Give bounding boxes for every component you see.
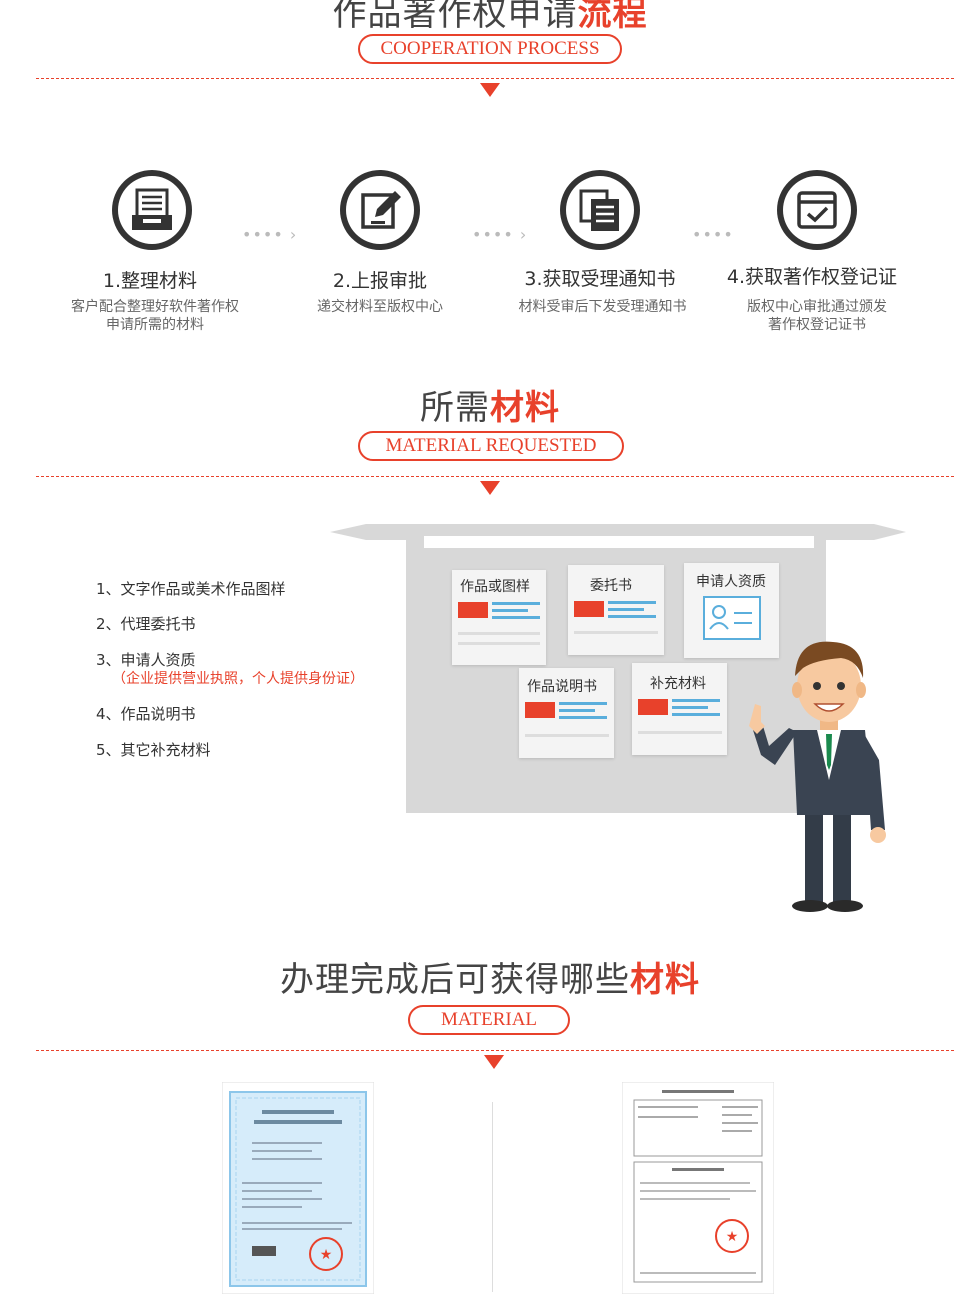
section2-title: 所需材料: [420, 388, 560, 428]
section3-title: 办理完成后可获得哪些材料: [280, 960, 700, 1000]
edit-icon: [340, 170, 420, 250]
divider-vertical: [492, 1102, 493, 1292]
copyright-certificate-image: ★: [222, 1082, 374, 1294]
divider-3: [36, 1050, 954, 1051]
down-triangle-icon: [480, 481, 500, 495]
card-works-sample: 作品或图样: [452, 570, 546, 665]
material-pill: MATERIAL: [408, 1005, 570, 1035]
card-work-description: 作品说明书: [519, 668, 614, 758]
svg-text:★: ★: [320, 1247, 333, 1263]
svg-text:★: ★: [726, 1229, 739, 1245]
step-4-desc: 版权中心审批通过颁发著作权登记证书: [747, 299, 887, 333]
step-1-title: 1.整理材料: [102, 270, 198, 292]
step-4-title: 4.获取著作权登记证: [726, 266, 898, 288]
calendar-check-icon: [777, 170, 857, 250]
card-power-of-attorney: 委托书: [568, 565, 664, 655]
down-triangle-icon: [484, 1055, 504, 1069]
material-requested-pill: MATERIAL REQUESTED: [358, 431, 624, 461]
document-tray-icon: [112, 170, 192, 250]
step-2-title: 2.上报审批: [332, 270, 428, 292]
list-item: 2、代理委托书: [96, 615, 196, 633]
list-item: 1、文字作品或美术作品图样: [96, 580, 286, 598]
arrow-right-icon: •••• ›: [472, 225, 528, 244]
step-2-desc: 递交材料至版权中心: [317, 299, 443, 315]
card-applicant-qualification: 申请人资质: [684, 563, 779, 658]
section1-title: 作品著作权申请流程: [332, 0, 648, 34]
step-3-title: 3.获取受理通知书: [524, 268, 676, 290]
id-card-icon: [703, 596, 761, 640]
step-1-desc: 客户配合整理好软件著作权申请所需的材料: [71, 299, 239, 333]
step-3-desc: 材料受审后下发受理通知书: [518, 299, 687, 315]
list-item: 3、申请人资质: [96, 651, 196, 669]
businessman-illustration: [749, 641, 886, 912]
divider-1: [36, 78, 954, 79]
cooperation-process-pill: COOPERATION PROCESS: [358, 34, 622, 64]
documents-icon: [560, 170, 640, 250]
arrow-right-icon: •••• ›: [242, 225, 298, 244]
card-supplementary: 补充材料: [632, 663, 727, 755]
dots-icon: ••••: [692, 225, 734, 244]
list-item: 4、作品说明书: [96, 705, 196, 723]
list-note: （企业提供营业执照，个人提供身份证）: [112, 671, 364, 687]
acceptance-notice-image: ★: [622, 1082, 774, 1294]
down-triangle-icon: [480, 83, 500, 97]
divider-2: [36, 476, 954, 477]
list-item: 5、其它补充材料: [96, 741, 211, 759]
